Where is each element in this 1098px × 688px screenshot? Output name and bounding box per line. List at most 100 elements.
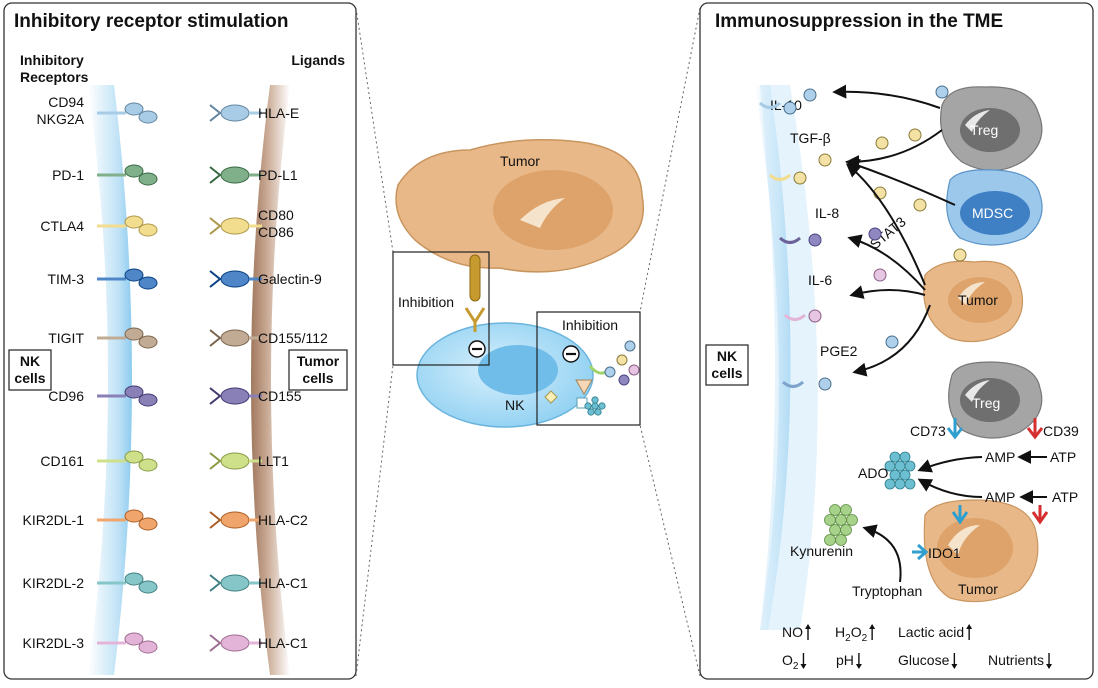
tgfb-label: TGF-β xyxy=(790,130,831,146)
env-factor-label: H2O2 xyxy=(835,624,868,644)
il6-label: IL-6 xyxy=(808,272,832,288)
ligand-domain xyxy=(220,634,250,652)
ido1-enzyme xyxy=(912,543,929,561)
ido1-label: IDO1 xyxy=(928,545,961,561)
receptor-domain xyxy=(124,385,144,399)
ligand-clamp xyxy=(209,329,222,347)
ligand-clamp xyxy=(209,270,222,288)
secretion-arrows xyxy=(832,84,956,377)
pair-row: CD96 CD155 xyxy=(48,385,302,407)
tumor-label-bottom: Tumor xyxy=(958,581,998,597)
center-ado-cluster xyxy=(584,396,606,416)
receptor-label: TIGIT xyxy=(48,330,84,346)
ligand-label: HLA-E xyxy=(258,105,299,121)
receptor-domain xyxy=(124,509,144,523)
atp-label-1: ATP xyxy=(1050,449,1076,465)
ligand-domain xyxy=(220,217,250,235)
receptor-domain xyxy=(138,393,158,407)
receptor-domain xyxy=(138,110,158,124)
pge2-label: PGE2 xyxy=(820,343,858,359)
inhibition-box-right xyxy=(536,311,641,426)
ligand-label: Galectin-9 xyxy=(258,271,322,287)
cd39-label: CD39 xyxy=(1043,423,1079,439)
tumor-label-mid: Tumor xyxy=(958,292,998,308)
ligand-domain xyxy=(220,574,250,592)
cd73-receptor xyxy=(946,418,964,440)
ligand-clamp xyxy=(209,511,222,529)
ligand-domain xyxy=(220,166,250,184)
receptor-domain xyxy=(124,215,144,229)
receptor-domain xyxy=(138,223,158,237)
receptor-domain xyxy=(138,458,158,472)
receptor-label: KIR2DL-3 xyxy=(23,635,85,651)
ado-label: ADO xyxy=(858,465,888,481)
receptor-label: CD161 xyxy=(40,453,84,469)
ligand-clamp xyxy=(209,217,222,235)
receptor-domain xyxy=(124,632,144,646)
center-tumor-highlight xyxy=(520,198,565,228)
atp-label-2: ATP xyxy=(1052,489,1078,505)
nk-cells-box xyxy=(8,349,52,391)
receptor-label: CTLA4 xyxy=(40,218,84,234)
left-panel: Inhibitory receptor stimulation Inhibito… xyxy=(3,2,357,680)
receptor-label: PD-1 xyxy=(52,167,84,183)
down-arrow-icon xyxy=(1046,653,1053,669)
env-factor-label: Glucose xyxy=(898,652,950,668)
ligand-label: CD155/112 xyxy=(258,330,328,346)
receptor-label: NKG2A xyxy=(37,111,85,127)
ligand-clamp xyxy=(209,574,222,592)
center-tumor-nucleus xyxy=(493,170,613,250)
ligand-clamp xyxy=(209,634,222,652)
receptor-domain xyxy=(138,172,158,186)
treg-label-bottom: Treg xyxy=(972,395,1000,411)
treg-label-top: Treg xyxy=(970,122,998,138)
ligand-domain xyxy=(220,104,250,122)
receptors-header-line2: Receptors xyxy=(20,69,89,85)
up-arrow-icon xyxy=(966,624,973,640)
cd73-label: CD73 xyxy=(910,423,946,439)
tumor-cells-box xyxy=(288,349,348,391)
ligand-domain xyxy=(220,270,250,288)
ligand-label: CD155 xyxy=(258,388,302,404)
tryptophan-label: Tryptophan xyxy=(852,583,922,599)
up-arrow-icon xyxy=(869,624,876,640)
il8-label: IL-8 xyxy=(815,205,839,221)
cd39-receptor xyxy=(1026,418,1044,440)
down-arrow-icon xyxy=(800,653,807,669)
receptor-domain xyxy=(124,327,144,341)
center-tumor-label: Tumor xyxy=(500,153,540,169)
ligand-clamp xyxy=(209,104,222,122)
receptor-domain xyxy=(124,164,144,178)
ligand-domain xyxy=(220,511,250,529)
ligand-domain xyxy=(220,387,250,405)
nk-cells-label-line1: NK xyxy=(20,353,40,369)
amp-label-2: AMP xyxy=(985,489,1015,505)
inhibition-box-left xyxy=(392,251,490,366)
right-panel: Immunosuppression in the TME NK cells Tr… xyxy=(699,2,1094,680)
ligands-header: Ligands xyxy=(291,52,345,68)
ligand-label: LLT1 xyxy=(258,453,289,469)
ligand-domain xyxy=(220,329,250,347)
pair-row: PD-1 PD-L1 xyxy=(52,164,298,186)
pair-row: CD161 LLT1 xyxy=(40,450,289,472)
inhibition-label-left: Inhibition xyxy=(398,294,454,310)
receptor-domain xyxy=(124,450,144,464)
env-factor-label: NO xyxy=(782,624,803,640)
ligand-label: CD80 xyxy=(258,207,294,223)
center-nk-nucleus xyxy=(478,345,558,395)
amp-label-1: AMP xyxy=(985,449,1015,465)
nk-cells-label-line2: cells xyxy=(14,370,45,386)
up-arrow-icon xyxy=(805,624,811,640)
down-arrow-icon xyxy=(855,653,862,669)
receptor-domain xyxy=(138,517,158,531)
right-nk-cells-label-line2: cells xyxy=(711,365,742,381)
center-diagram: Tumor NK Inhibition Inhibition xyxy=(392,139,644,428)
ligand-label: PD-L1 xyxy=(258,167,298,183)
receptor-label: CD96 xyxy=(48,388,84,404)
